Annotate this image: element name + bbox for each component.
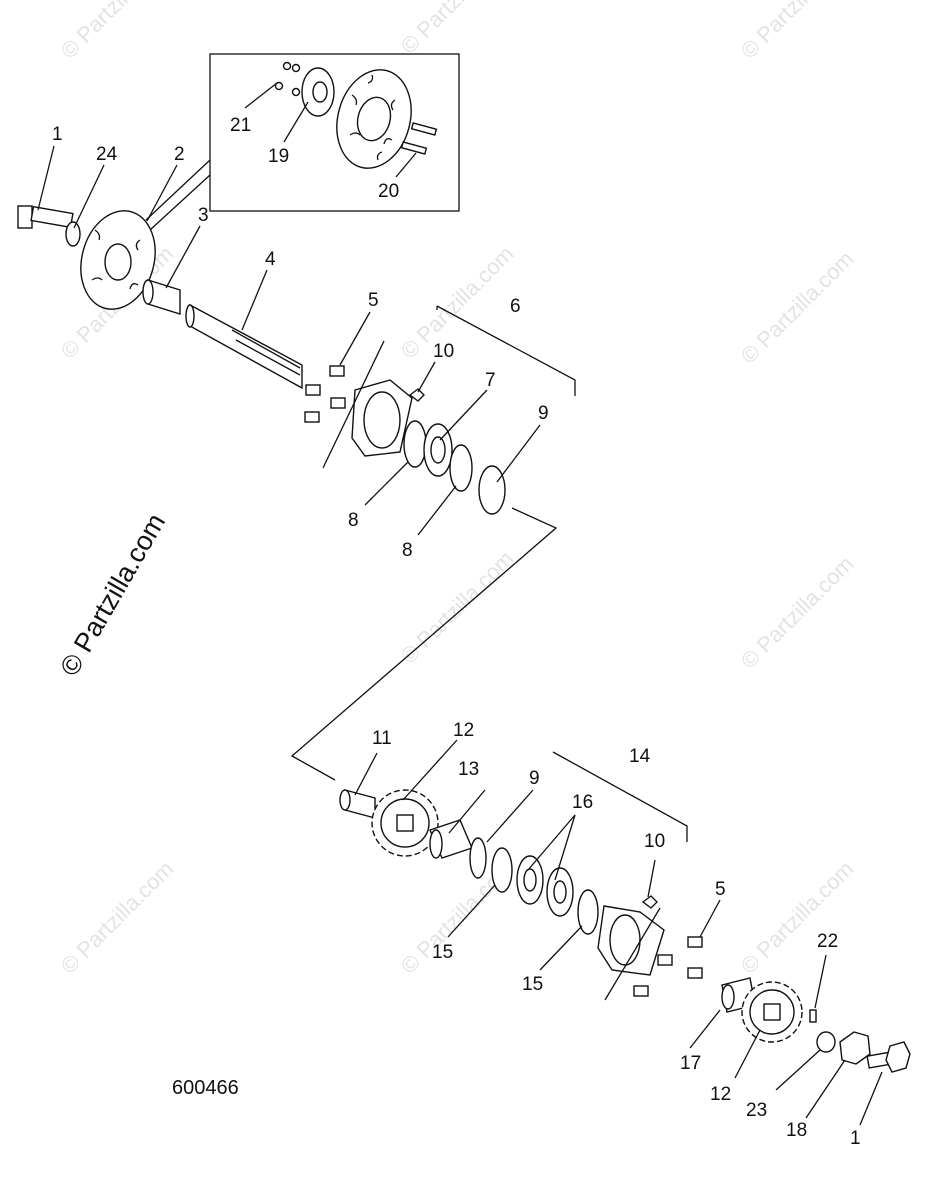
inset-hub [301, 67, 335, 117]
bolt-1-lower [866, 1041, 911, 1073]
callout-20: 20 [378, 181, 399, 202]
callout-7: 7 [485, 370, 496, 391]
watermark: © Partzilla.com [736, 246, 859, 369]
shaft-4 [185, 303, 303, 390]
callout-8-b: 8 [402, 540, 413, 561]
bearing-housing-14 [597, 905, 665, 976]
fitting-10-lower [641, 895, 658, 909]
washer-24 [65, 221, 81, 247]
brake-disc-2 [80, 210, 156, 310]
callout-6: 6 [510, 296, 521, 317]
callout-10: 10 [433, 341, 454, 362]
circlip-9-upper [478, 465, 506, 515]
inset-leader [149, 174, 211, 231]
break-line [322, 340, 385, 469]
callout-15-b: 15 [522, 974, 543, 995]
callout-5-b: 5 [715, 879, 726, 900]
callout-17: 17 [680, 1053, 701, 1074]
callout-2: 2 [174, 144, 185, 165]
callout-5: 5 [368, 290, 379, 311]
sprocket-12-left [371, 789, 439, 857]
callout-1-b: 1 [850, 1128, 861, 1149]
inset-bolts [400, 122, 438, 155]
fitting-10-upper [408, 388, 425, 402]
callout-18: 18 [786, 1120, 807, 1141]
watermark: © Partzilla.com [736, 551, 859, 674]
bearing-7 [423, 423, 453, 477]
bearing-16-a [516, 855, 544, 905]
callout-8-a: 8 [348, 510, 359, 531]
watermark: © Partzilla.com [396, 241, 519, 364]
watermark: © Partzilla.com [56, 0, 179, 64]
callout-13: 13 [458, 759, 479, 780]
callout-1: 1 [52, 124, 63, 145]
main-watermark: © Partzilla.com [54, 508, 171, 681]
ring-15-b [577, 889, 599, 935]
bearing-16-b [546, 867, 574, 917]
sprocket-12-right [741, 981, 803, 1043]
callout-9: 9 [538, 403, 549, 424]
bracket-14 [552, 751, 688, 842]
bracket-6 [436, 305, 576, 396]
callout-23: 23 [746, 1100, 767, 1121]
ring-8-a [403, 420, 427, 468]
callout-14: 14 [629, 746, 651, 767]
lock-washer-18 [839, 1031, 871, 1065]
watermark: © Partzilla.com [56, 856, 179, 979]
bolt-1-upper [17, 205, 74, 229]
spacer-3 [142, 279, 181, 315]
inset-box [209, 53, 460, 212]
callout-12-a: 12 [453, 720, 474, 741]
figure-number: 600466 [172, 1077, 239, 1099]
callout-3: 3 [198, 205, 209, 226]
bolts-5-upper [304, 365, 346, 423]
callout-24: 24 [96, 144, 118, 165]
bolts-5-lower [633, 936, 703, 997]
callout-9-b: 9 [529, 768, 540, 789]
inset-brake-disc [336, 69, 412, 169]
callout-19: 19 [268, 146, 289, 167]
watermark: © Partzilla.com [736, 0, 859, 64]
inset-nuts [274, 61, 301, 97]
callout-16: 16 [572, 792, 593, 813]
callout-22: 22 [817, 931, 838, 952]
ring-8-b [449, 444, 473, 492]
callout-15-a: 15 [432, 942, 453, 963]
spacer-11 [339, 789, 376, 819]
continuation-leader [290, 507, 558, 781]
callout-21: 21 [230, 115, 251, 136]
watermark: © Partzilla.com [736, 856, 859, 979]
washer-23 [816, 1031, 836, 1053]
key-22 [809, 1009, 817, 1023]
callout-11: 11 [372, 728, 392, 749]
ring-15-a [491, 847, 513, 893]
leader-lines [37, 82, 883, 1126]
callout-10-b: 10 [644, 831, 665, 852]
callout-12-b: 12 [710, 1084, 731, 1105]
watermark: © Partzilla.com [396, 0, 519, 59]
bearing-housing-6 [351, 379, 413, 457]
circlip-9-lower [469, 837, 487, 879]
break-line [604, 907, 661, 1001]
callout-4: 4 [265, 249, 276, 270]
inset-leader [145, 159, 211, 221]
